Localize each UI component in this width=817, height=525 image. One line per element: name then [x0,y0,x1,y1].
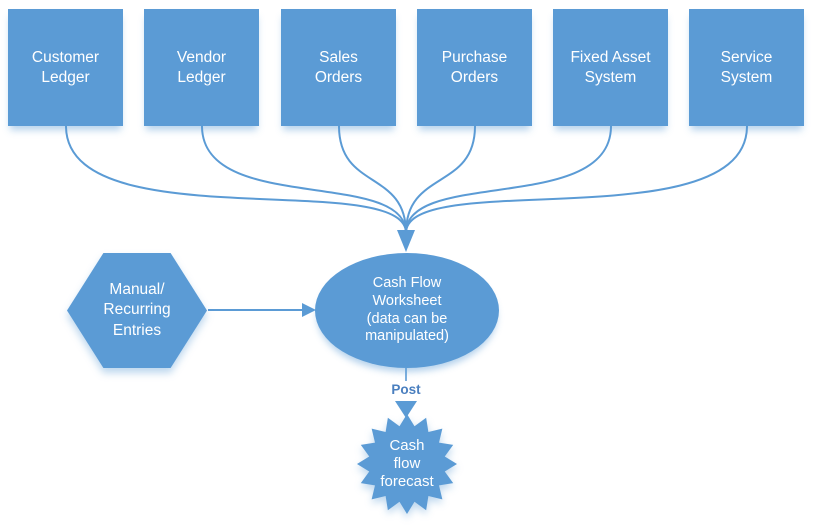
manual-entries-label: Manual/ Recurring Entries [103,281,171,339]
connector-curve [405,125,612,234]
connector-curve [201,125,407,234]
starburst-shape [357,414,457,514]
forecast-starburst: Cash flow forecast [357,414,457,514]
entries-connector [208,303,316,317]
hexagon-shape: Manual/ Recurring Entries [67,253,207,368]
entries-arrowhead-icon [302,303,316,317]
source-box-vendor-ledger: Vendor Ledger [144,9,259,126]
worksheet-ellipse: Cash Flow Worksheet (data can be manipul… [315,253,499,368]
source-box-service-system: Service System [689,9,804,126]
post-connector [395,368,417,418]
source-connectors [65,125,748,252]
manual-entries-hexagon: Manual/ Recurring Entries [67,253,207,368]
connector-curve [405,125,748,234]
source-box-label: Vendor Ledger [176,48,227,86]
connector-curve [65,125,407,234]
post-label: Post [391,382,421,397]
source-box-purchase-orders: Purchase Orders [417,9,532,126]
post-arrowhead-icon [395,401,417,418]
source-box-label: Service System [720,48,773,86]
connector-curve [338,125,407,234]
merge-arrowhead-icon [397,230,415,252]
source-box-fixed-asset-system: Fixed Asset System [553,9,668,126]
worksheet-label: Cash Flow Worksheet (data can be manipul… [365,275,449,345]
source-box-label: Customer Ledger [31,48,100,86]
source-box-sales-orders: Sales Orders [281,9,396,126]
source-box-label: Sales Orders [314,48,363,86]
forecast-label: Cash flow forecast [380,436,434,491]
source-box-label: Purchase Orders [441,48,508,86]
source-box-label: Fixed Asset System [570,48,651,86]
source-box-customer-ledger: Customer Ledger [8,9,123,126]
connector-curve [405,125,476,234]
